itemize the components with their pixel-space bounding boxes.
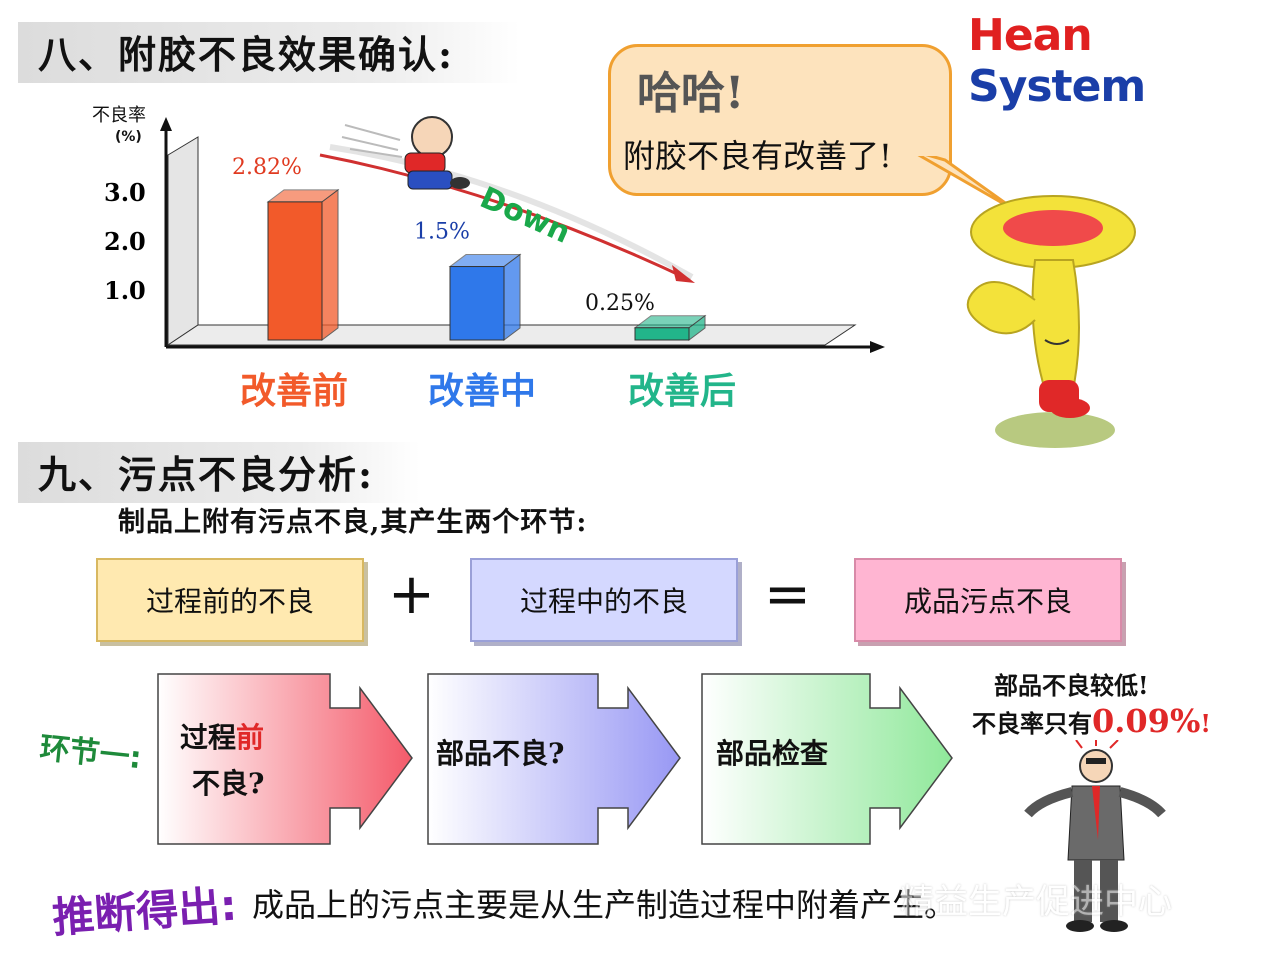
- chart-y-tick-label: 2.0: [104, 227, 146, 256]
- chart-x-arrow: [870, 341, 885, 353]
- chart-bar: [633, 314, 707, 341]
- speech-bubble: 哈哈! 附胶不良有改善了!: [608, 44, 952, 196]
- chart-y-tick-label: 1.0: [104, 276, 146, 305]
- equation-box-before-process: 过程前的不良: [96, 558, 364, 642]
- flow-stage-label: 环节一:: [38, 730, 144, 777]
- chart-bar: [448, 253, 522, 341]
- equation-box-1-label: 过程前的不良: [145, 585, 314, 618]
- category-label-during: 改善中: [428, 371, 537, 412]
- chart-back-wall: [167, 136, 199, 346]
- logo-system: System: [968, 61, 1146, 112]
- plus-sign: +: [388, 562, 435, 627]
- flow-arrow-1: [157, 673, 413, 845]
- section-8-title: 八、附胶不良效果确认:: [18, 22, 520, 83]
- bubble-exclaim: 哈哈!: [637, 68, 745, 119]
- chart-yunit: (%): [115, 129, 142, 145]
- conclusion-label: 推断得出:: [50, 880, 239, 943]
- shrugging-man-illustration: [1024, 740, 1166, 932]
- defect-rate-chart: 不良率 (%) 3.0 2.0 1.0 Down 2.82% 1.5% 0.25%: [92, 105, 885, 353]
- chart-ylabel: 不良率: [92, 105, 146, 126]
- speech-bubble-tail: [906, 150, 1019, 214]
- sliding-man-illustration: [341, 116, 470, 190]
- result-line-2: 不良率只有0.09%!: [972, 702, 1211, 740]
- flow-box-3-text: 部品检查: [716, 737, 829, 770]
- hean-system-logo: Hean System: [968, 10, 1280, 112]
- chart-value-label: 1.5%: [414, 220, 470, 245]
- flow-box-1-text-a: 过程: [180, 721, 237, 754]
- chart-y-tick-label: 3.0: [104, 178, 146, 207]
- flow-arrow-2: [427, 673, 681, 845]
- chart-value-label: 2.82%: [232, 155, 302, 180]
- flow-arrow-3: [701, 673, 953, 845]
- category-label-after: 改善后: [628, 371, 737, 412]
- chart-bar: [266, 188, 340, 341]
- section-9-title: 九、污点不良分析:: [18, 442, 420, 503]
- equals-sign: =: [764, 562, 811, 627]
- flow-box-1-text-c: 不良?: [192, 767, 265, 800]
- equation-box-3-label: 成品污点不良: [903, 585, 1072, 618]
- logo-hean: Hean: [968, 10, 1093, 61]
- equation-box-finished-product: 成品污点不良: [854, 558, 1122, 642]
- trumpet-character-illustration: [966, 195, 1136, 448]
- result-line-2-c: !: [1200, 709, 1211, 738]
- flow-box-2-text: 部品不良?: [436, 737, 565, 770]
- bubble-message: 附胶不良有改善了!: [623, 137, 892, 175]
- flow-diagram: [157, 673, 953, 845]
- equation-box-in-process: 过程中的不良: [470, 558, 738, 642]
- equation-box-2-label: 过程中的不良: [519, 585, 688, 618]
- chart-annotation-down: Down: [475, 180, 576, 250]
- intro-text: 制品上附有污点不良,其产生两个环节:: [118, 507, 588, 538]
- watermark: 精益生产促进中心: [900, 882, 1172, 922]
- flow-box-1-text-b: 前: [236, 721, 265, 754]
- conclusion-text: 成品上的污点主要是从生产制造过程中附着产生。: [252, 886, 957, 924]
- chart-value-label: 0.25%: [585, 291, 655, 316]
- chart-down-arrowhead: [672, 265, 695, 283]
- flow-box-1-text: 过程前: [180, 716, 264, 756]
- result-line-2-a: 不良率只有: [972, 709, 1092, 738]
- result-rate: 0.09%: [1092, 702, 1201, 740]
- category-label-before: 改善前: [240, 371, 349, 412]
- result-line-1: 部品不良较低!: [994, 671, 1149, 700]
- chart-y-arrow: [160, 117, 172, 131]
- chart-down-trend-arrow: [319, 153, 691, 282]
